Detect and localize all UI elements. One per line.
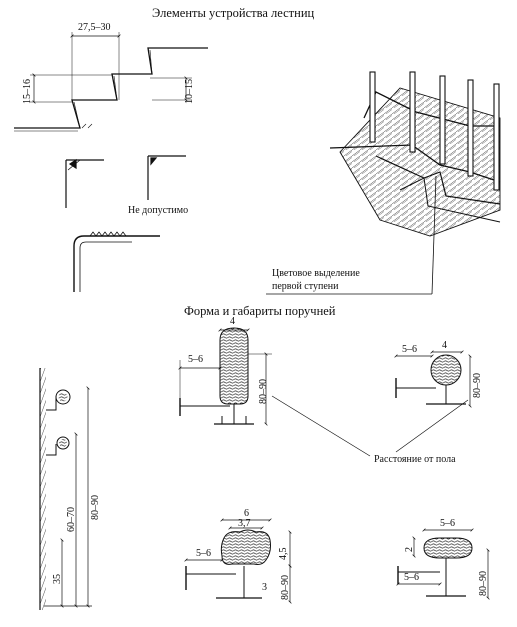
stairs-title: Элементы устройства лестниц <box>152 6 315 20</box>
rail1-height: 80–90 <box>258 379 269 404</box>
dim-riser-max: 15–16 <box>22 79 33 104</box>
rail-profile-1 <box>178 327 272 426</box>
nosing-details <box>65 155 186 292</box>
rail1-gap: 5–6 <box>188 354 203 365</box>
not-allowed-label: Не допустимо <box>128 205 189 216</box>
rail2-height: 80–90 <box>472 373 483 398</box>
rail-profile-3 <box>184 518 292 604</box>
dim-riser-min: 10–15 <box>184 79 195 104</box>
wall-height-lower: 60–70 <box>66 507 77 532</box>
rail1-width: 4 <box>230 316 235 327</box>
color-highlight-label-1: Цветовое выделение <box>272 268 360 279</box>
dim-tread: 27,5–30 <box>78 22 111 33</box>
rail3-height: 80–90 <box>280 575 291 600</box>
rail4-gap: 5–6 <box>404 572 419 583</box>
wall-rail <box>39 368 92 610</box>
rail3-gap: 5–6 <box>196 548 211 559</box>
rail2-width: 4 <box>442 340 447 351</box>
wall-height-upper: 80–90 <box>90 495 101 520</box>
rail2-gap: 5–6 <box>402 344 417 355</box>
handrails-title: Форма и габариты поручней <box>184 304 336 318</box>
rail3-top: 6 <box>244 508 249 519</box>
rail-profile-4 <box>396 528 490 600</box>
rail4-height: 80–90 <box>478 571 489 596</box>
floor-distance-label: Расстояние от пола <box>374 454 456 465</box>
rail3-inner: 3,7 <box>238 518 251 529</box>
color-highlight-label-2: первой ступени <box>272 281 339 292</box>
stair-profile <box>14 32 208 132</box>
floor-distance-leaders <box>271 395 469 457</box>
rail4-top: 5–6 <box>440 518 455 529</box>
rail3-small: 3 <box>262 582 267 593</box>
stair-perspective <box>266 71 501 295</box>
rail4-thick: 2 <box>404 547 415 552</box>
rail3-thick: 4,5 <box>278 547 289 561</box>
wall-height-base: 35 <box>52 574 63 584</box>
rail-profile-2 <box>394 350 472 408</box>
